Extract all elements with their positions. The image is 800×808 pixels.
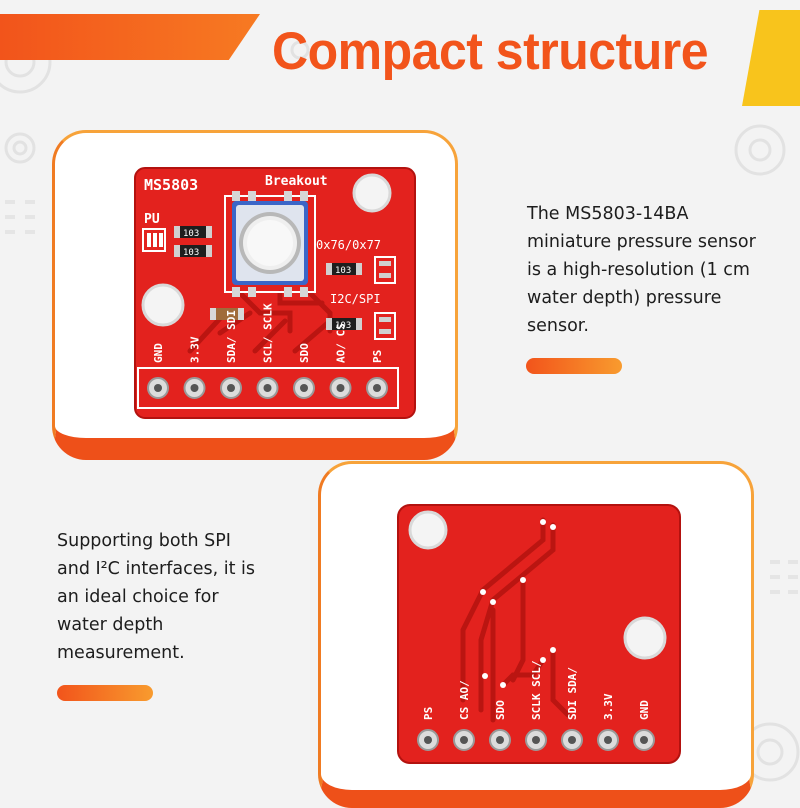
- front-pin-hole-6: [336, 384, 345, 392]
- front-pin-hole-4: [263, 384, 272, 392]
- resistor-mid-label: 103: [183, 248, 199, 258]
- description-bottom-line-2: and I²C interfaces, it is: [57, 559, 256, 579]
- front-pin-hole-3: [227, 384, 235, 392]
- description-top-line-2: miniature pressure sensor: [527, 232, 756, 252]
- bus-resistor-label: 103: [335, 321, 351, 331]
- description-top-line-3: is a high-resolution (1 cm: [527, 260, 750, 280]
- address-resistor-label: 103: [335, 266, 351, 276]
- front-pin-label-4: SCL/ SCLK: [262, 303, 275, 363]
- resistor-top-label: 103: [183, 229, 199, 239]
- front-pin-label-5: SDO: [298, 343, 311, 363]
- description-bottom-line-1: Supporting both SPI: [57, 531, 231, 551]
- front-pin-hole-7: [373, 384, 381, 392]
- front-pin-hole-1: [154, 384, 162, 392]
- description-top-line-4: water depth) pressure: [527, 288, 722, 308]
- back-pin-label-1: PS: [422, 707, 435, 720]
- back-pin-hole-1: [424, 736, 432, 744]
- back-pin-hole-4: [532, 736, 540, 744]
- back-pin-label-3: SDO: [494, 700, 507, 720]
- pu-label: PU: [144, 212, 160, 227]
- back-pin-hole-3: [496, 736, 504, 744]
- back-board-image: PS CS AO/SDO SCLK SCL/SDI SDA/3.3V GND: [397, 504, 681, 764]
- address-label: 0x76/0x77: [316, 238, 381, 252]
- front-pin-hole-2: [190, 384, 199, 392]
- front-board-panel: MS5803 Breakout PU 103 103 0x76/0x77 103: [52, 130, 458, 460]
- description-top-line-5: sensor.: [527, 316, 589, 336]
- front-pin-hole-5: [300, 384, 308, 392]
- description-top-line-1: The MS5803-14BA: [527, 204, 689, 224]
- bus-label: I2C/SPI: [330, 292, 381, 306]
- back-pin-hole-5: [568, 736, 576, 744]
- front-board-image: MS5803 Breakout PU 103 103 0x76/0x77 103: [134, 167, 416, 419]
- description-bottom-line-3: an ideal choice for: [57, 587, 219, 607]
- front-pin-label-6: AO/ CS: [335, 323, 348, 363]
- description-bottom-line-4: water depth: [57, 615, 164, 635]
- back-pin-label-5: SDI SDA/: [566, 667, 579, 720]
- back-pin-label-7: GND: [638, 700, 651, 720]
- description-bottom-line-5: measurement.: [57, 643, 185, 663]
- back-pin-hole-2: [460, 736, 468, 744]
- back-pin-label-6: 3.3V: [602, 693, 615, 720]
- front-pin-label-1: GND: [152, 343, 165, 363]
- front-pin-label-3: SDA/ SDI: [225, 310, 238, 363]
- description-top: The MS5803-14BA miniature pressure senso…: [527, 200, 787, 340]
- back-pin-hole-7: [640, 736, 648, 744]
- board-subtitle: Breakout: [265, 174, 328, 189]
- front-pin-label-2: 3.3V: [189, 336, 202, 363]
- header-left-slab: [0, 14, 260, 60]
- back-pin-label-4: SCLK SCL/: [530, 660, 543, 720]
- board-name: MS5803: [144, 176, 198, 194]
- back-pin-hole-6: [604, 736, 612, 744]
- accent-bar-bottom: [57, 685, 153, 701]
- accent-bar-top: [526, 358, 622, 374]
- back-board-panel: PS CS AO/SDO SCLK SCL/SDI SDA/3.3V GND: [318, 461, 754, 808]
- front-pin-label-7: PS: [371, 350, 384, 363]
- back-pin-label-2: CS AO/: [458, 680, 471, 720]
- page-title: Compact structure: [271, 21, 709, 81]
- description-bottom: Supporting both SPI and I²C interfaces, …: [57, 527, 297, 667]
